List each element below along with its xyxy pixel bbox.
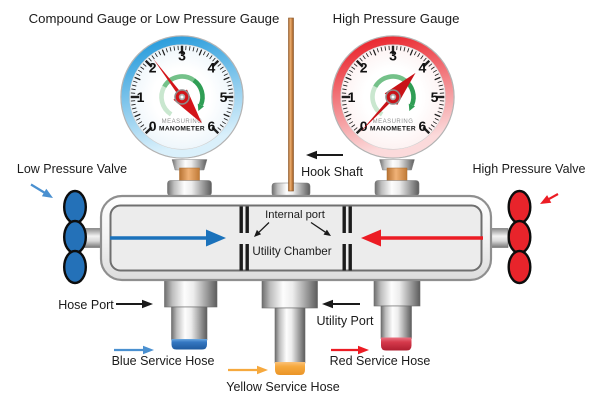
gauge-scale-number: 5: [431, 89, 439, 105]
label-hook-shaft: Hook Shaft: [301, 164, 363, 179]
blue-hose-port: [164, 277, 218, 350]
red-hose-port: [373, 277, 421, 351]
gauge-brand-line1: MEASURING: [162, 119, 203, 125]
yellow-hose-arrow: [228, 365, 268, 375]
internal-port-arrow-left: [254, 222, 270, 237]
label-utility-chamber: Utility Chamber: [252, 244, 332, 258]
label-utility-port: Utility Port: [316, 314, 374, 328]
gauge-scale-number: 2: [360, 59, 368, 75]
label-yellow-service-hose: Yellow Service Hose: [226, 380, 340, 394]
low-valve-arrow: [30, 183, 53, 198]
utility-port-arrow: [322, 299, 360, 309]
hook-shaft-rod: [288, 17, 294, 192]
high-pressure-valve: [507, 189, 532, 285]
hook-shaft: [271, 17, 311, 197]
gauge-brand-line1: MEASURING: [373, 119, 414, 125]
gauge-scale-number: 1: [348, 89, 356, 105]
red-hose-arrow: [331, 345, 369, 355]
gauge-scale-number: 6: [207, 118, 215, 134]
gauge-scale-number: 1: [137, 89, 145, 105]
gauge-rim: [121, 36, 243, 158]
gauge-scale-number: 4: [418, 59, 426, 75]
gauge-scale-number: 6: [418, 118, 426, 134]
label-high-pressure-valve: High Pressure Valve: [472, 162, 586, 176]
blue-hose-arrow: [114, 345, 154, 355]
gauge-ticks: [130, 45, 234, 135]
hose-port-arrow: [116, 299, 153, 309]
yellow-hose-cap: [275, 362, 305, 375]
low-gauge-mount: [167, 159, 212, 196]
gauge-rim: [332, 36, 454, 158]
label-red-service-hose: Red Service Hose: [329, 354, 431, 368]
gauge-brand-line2: MANOMETER: [370, 126, 416, 133]
label-internal-port: Internal port: [265, 209, 325, 221]
gauge-scale-number: 3: [178, 47, 186, 63]
label-blue-service-hose: Blue Service Hose: [111, 354, 215, 368]
label-high-pressure-gauge: High Pressure Gauge: [332, 11, 460, 26]
internal-port-arrow-right: [310, 221, 331, 236]
utility-port: [261, 277, 318, 375]
high-side-flow-arrow: [361, 229, 483, 247]
gauge-scale-number: 5: [220, 89, 228, 105]
low-pressure-valve: [62, 189, 87, 285]
gauge-scale-number: 2: [149, 59, 157, 75]
gauge-green-arc: [159, 74, 205, 117]
label-low-pressure-valve: Low Pressure Valve: [16, 162, 128, 176]
label-compound-gauge: Compound Gauge or Low Pressure Gauge: [28, 11, 280, 26]
label-hose-port: Hose Port: [58, 297, 114, 312]
gauge-ticks: [341, 45, 445, 135]
gauge-scale-number: 0: [360, 118, 368, 134]
gauge-scale-number: 3: [389, 47, 397, 63]
hook-shaft-arrow: [306, 150, 343, 160]
blue-hose-cap: [171, 339, 207, 350]
gauge-scale-number: 4: [207, 59, 215, 75]
high-gauge-mount: [374, 159, 420, 196]
low-side-flow-arrow: [110, 229, 226, 247]
chamber-separators: [239, 206, 352, 271]
gauge-brand-line2: MANOMETER: [159, 126, 205, 133]
gauge-scale-numbers: 012 3 456: [137, 47, 228, 134]
red-hose-cap: [381, 337, 412, 351]
gauge-scale-number: 0: [149, 118, 157, 134]
gauge-scale-numbers: 012 3 456: [348, 47, 439, 134]
high-valve-stub: [489, 228, 509, 248]
high-valve-arrow: [540, 193, 559, 204]
